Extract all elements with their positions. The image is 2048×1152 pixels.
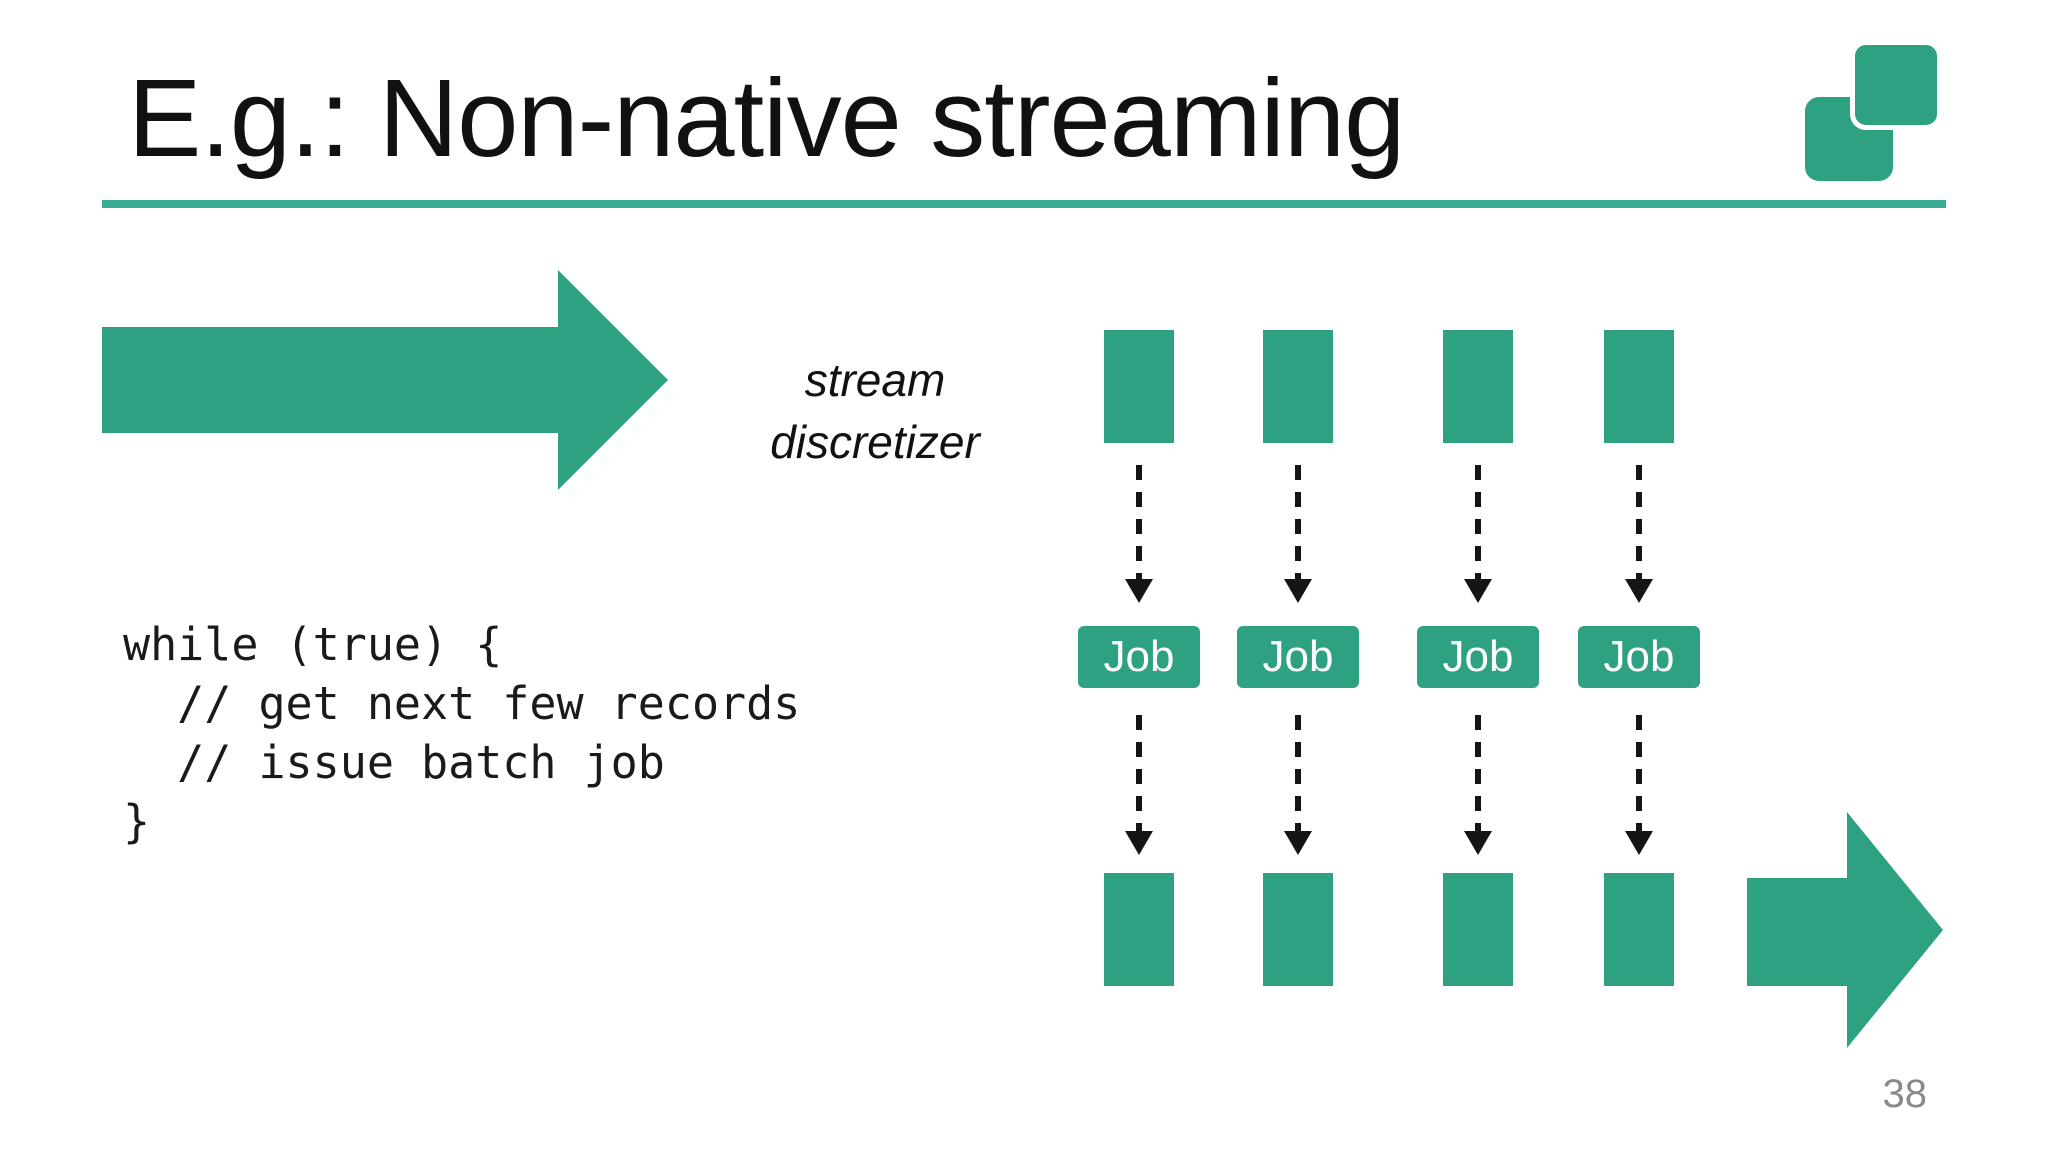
job-box: Job bbox=[1078, 626, 1200, 688]
dashed-arrow-icon bbox=[1636, 465, 1642, 581]
dashed-arrowhead-icon bbox=[1125, 831, 1153, 855]
dashed-arrowhead-icon bbox=[1284, 579, 1312, 603]
dashed-arrowhead-icon bbox=[1125, 579, 1153, 603]
dashed-arrow-icon bbox=[1295, 465, 1301, 581]
dashed-arrowhead-icon bbox=[1625, 579, 1653, 603]
stream-chunk-rect bbox=[1104, 330, 1174, 443]
code-block: while (true) { // get next few records /… bbox=[123, 618, 801, 848]
title-underline bbox=[102, 200, 1946, 208]
job-box: Job bbox=[1417, 626, 1539, 688]
stream-chunk-rect bbox=[1443, 330, 1513, 443]
result-chunk-rect bbox=[1443, 873, 1513, 986]
dashed-arrow-icon bbox=[1636, 715, 1642, 831]
dashed-arrowhead-icon bbox=[1284, 831, 1312, 855]
page-number: 38 bbox=[1882, 1072, 1928, 1116]
outgoing-stream-arrow-icon bbox=[1747, 812, 1943, 1048]
stream-chunk-rect bbox=[1604, 330, 1674, 443]
job-box: Job bbox=[1578, 626, 1700, 688]
dashed-arrow-icon bbox=[1295, 715, 1301, 831]
result-chunk-rect bbox=[1604, 873, 1674, 986]
dashed-arrow-icon bbox=[1136, 715, 1142, 831]
dashed-arrow-icon bbox=[1136, 465, 1142, 581]
slide-title: E.g.: Non-native streaming bbox=[128, 57, 1405, 180]
stream-chunk-rect bbox=[1263, 330, 1333, 443]
result-chunk-rect bbox=[1104, 873, 1174, 986]
logo-icon bbox=[1800, 36, 1950, 186]
job-box: Job bbox=[1237, 626, 1359, 688]
dashed-arrowhead-icon bbox=[1464, 579, 1492, 603]
dashed-arrowhead-icon bbox=[1625, 831, 1653, 855]
result-chunk-rect bbox=[1263, 873, 1333, 986]
pipeline-column: Job bbox=[1237, 330, 1359, 986]
dashed-arrowhead-icon bbox=[1464, 831, 1492, 855]
stream-discretizer-label: stream discretizer bbox=[770, 354, 980, 468]
pipeline-column: Job bbox=[1078, 330, 1200, 986]
pipeline-column: Job bbox=[1417, 330, 1539, 986]
dashed-arrow-icon bbox=[1475, 715, 1481, 831]
dashed-arrow-icon bbox=[1475, 465, 1481, 581]
incoming-stream-arrow-icon bbox=[102, 270, 668, 490]
pipeline-column: Job bbox=[1578, 330, 1700, 986]
logo-square-front bbox=[1850, 40, 1942, 130]
